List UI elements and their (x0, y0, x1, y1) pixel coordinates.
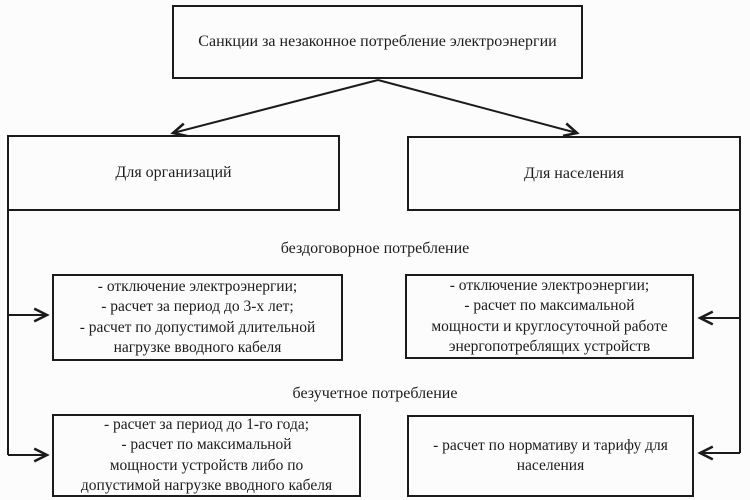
detail-box-contractless-organizations: - отключение электроэнергии; - расчет за… (52, 274, 343, 361)
detail-box-unmetered-population: - расчет по нормативу и тарифу для насел… (407, 415, 694, 497)
detail-box-contractless-population: - отключение электроэнергии; - расчет по… (405, 274, 694, 359)
section-label-unmetered: безучетное потребление (292, 385, 458, 402)
detail-unmetered-organizations-text: - расчет за период до 1-го года; - расче… (80, 415, 333, 494)
branch-population-label: Для населения (524, 164, 624, 182)
title-box: Санкции за незаконное потребление электр… (172, 5, 583, 79)
detail-unmetered-population-text: - расчет по нормативу и тарифу для насел… (433, 436, 668, 474)
detail-box-unmetered-organizations: - расчет за период до 1-го года; - расче… (52, 414, 361, 497)
title-text: Санкции за незаконное потребление электр… (198, 33, 557, 51)
detail-contractless-population-text: - отключение электроэнергии; - расчет по… (431, 276, 668, 355)
branch-box-organizations: Для организаций (7, 135, 340, 211)
detail-contractless-organizations-text: - отключение электроэнергии; - расчет за… (79, 277, 316, 356)
branch-organizations-label: Для организаций (115, 164, 232, 182)
branch-box-population: Для населения (407, 136, 741, 211)
section-label-contractless: бездоговорное потребление (280, 240, 470, 257)
arrow-title-to-organizations (173, 79, 379, 133)
arrow-title-to-population (377, 79, 577, 133)
